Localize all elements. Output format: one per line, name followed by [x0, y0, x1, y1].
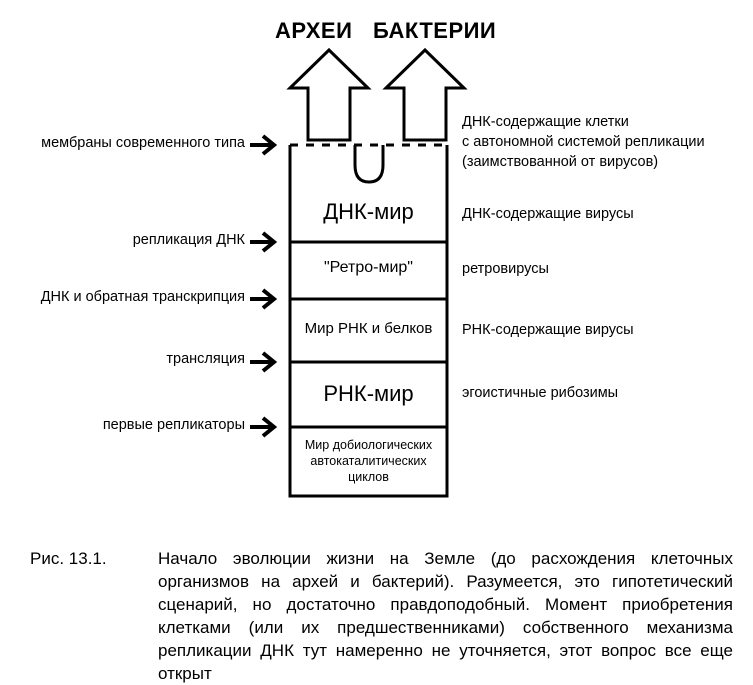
- stage-prebiotic-line-3: циклов: [348, 470, 389, 484]
- left-arrow-first-replicators-icon: [250, 416, 278, 438]
- event-translation: трансляция: [166, 351, 245, 367]
- stage-retro-world: "Ретро-мир": [324, 259, 413, 276]
- left-arrow-reverse-transcription-icon: [250, 288, 278, 310]
- up-arrow-bacteria-icon: [382, 47, 468, 142]
- note-dna-cells: ДНК-содержащие клетки с автономной систе…: [462, 112, 705, 172]
- stage-prebiotic-world: Мир добиологических автокаталитических ц…: [290, 437, 447, 485]
- event-first-replicators: первые репликаторы: [102, 417, 245, 433]
- note-dna-cells-line-2: с автономной системой репликации: [462, 134, 705, 150]
- left-arrow-translation-icon: [250, 351, 278, 373]
- note-dna-cells-line-3: (заимствованной от вирусов): [462, 154, 659, 170]
- event-dna-replication: репликация ДНК: [132, 232, 245, 248]
- title-bacteria: БАКТЕРИИ: [373, 18, 497, 43]
- stage-prebiotic-line-1: Мир добиологических: [304, 438, 433, 452]
- membrane-invagination: [353, 145, 385, 184]
- title-archaea: АРХЕИ: [275, 18, 353, 43]
- note-ribozymes: эгоистичные рибозимы: [462, 385, 619, 401]
- stage-prebiotic-line-2: автокаталитических: [310, 454, 427, 468]
- left-arrow-membranes-icon: [250, 134, 278, 156]
- event-reverse-transcription: ДНК и обратная транскрипция: [40, 289, 245, 305]
- note-retroviruses: ретровирусы: [462, 261, 549, 277]
- event-membranes: мембраны современного типа: [41, 135, 245, 151]
- note-dna-cells-line-1: ДНК-содержащие клетки: [462, 114, 629, 130]
- caption-text: Начало эволюции жизни на Земле (до расхо…: [158, 549, 733, 683]
- up-arrow-archaea-icon: [286, 47, 372, 142]
- left-arrow-dna-replication-icon: [250, 231, 278, 253]
- stage-dna-world: ДНК-мир: [323, 199, 414, 224]
- stage-rna-protein-world: Мир РНК и белков: [304, 320, 433, 337]
- note-rna-viruses: РНК-содержащие вирусы: [462, 322, 634, 338]
- note-dna-viruses: ДНК-содержащие вирусы: [462, 206, 634, 222]
- stage-rna-world: РНК-мир: [323, 381, 414, 406]
- caption-prefix: Рис. 13.1.: [30, 549, 107, 568]
